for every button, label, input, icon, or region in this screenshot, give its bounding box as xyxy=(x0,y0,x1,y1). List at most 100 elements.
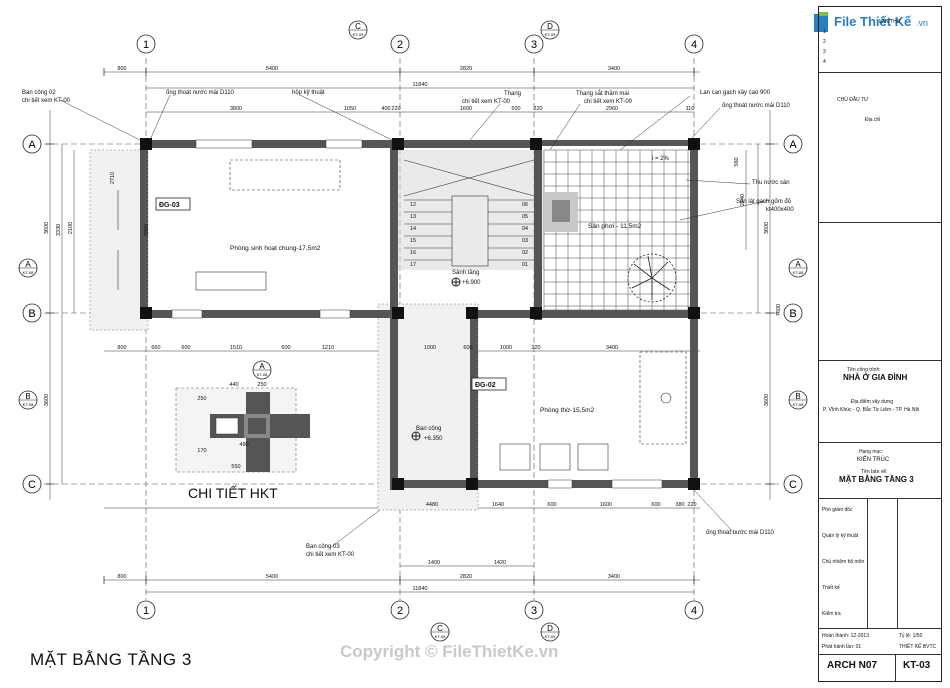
project-name: NHÀ Ở GIA ĐÌNH xyxy=(843,373,908,382)
grid-col-label: 3 xyxy=(531,39,537,51)
dimension-label: 600 xyxy=(181,345,190,351)
note-floor-drain: Thu nước sàn xyxy=(752,180,790,186)
owner-label: CHỦ ĐẦU TƯ xyxy=(837,97,869,103)
dimension-label: 800 xyxy=(117,574,126,580)
owner-cell: CHỦ ĐẦU TƯ Địa chỉ xyxy=(819,73,941,223)
section-letter: B xyxy=(25,392,30,401)
dimension-label: 3600 xyxy=(44,394,50,406)
dimension-label: 11840 xyxy=(413,586,428,592)
dimension-label: 3330 xyxy=(56,224,62,236)
dimension-label: 1600 xyxy=(460,106,472,112)
dimension-label: 440 xyxy=(229,382,238,388)
drawing-label: Tên bản vẽ: xyxy=(861,469,888,475)
section-ref: KT-08 xyxy=(23,270,34,275)
slope-label: i = 2% xyxy=(652,156,670,162)
logo-text: File Thiết Kế xyxy=(834,14,912,29)
tag-dg02: ĐG-02 xyxy=(475,382,496,389)
dimension-label: 380 xyxy=(675,502,684,508)
grid-col-label-circle xyxy=(684,34,704,54)
section-letter: C xyxy=(437,624,443,633)
note-stair-sub: chi tiết xem KT-00 xyxy=(462,99,511,105)
note-balcony-03-sub: chi tiết xem KT-00 xyxy=(306,552,355,558)
dimension-label: 220 xyxy=(391,106,400,112)
stair-hatch xyxy=(396,150,544,270)
hkt-detail xyxy=(175,387,310,473)
dimension-label: 2820 xyxy=(460,66,472,72)
grid-col-label: 2 xyxy=(397,39,403,51)
note-roof-ladder: Thang sắt thăm mái xyxy=(576,90,629,97)
dimension-label: 220 xyxy=(531,345,540,351)
dimension-label: 600 xyxy=(651,502,660,508)
dimension-label: 800 xyxy=(117,66,126,72)
title-block: LẦN THỨ 1 2 3 4 CHỦ ĐẦU TƯ Địa chỉ Tên c… xyxy=(818,6,942,682)
rev-row: 4 xyxy=(823,59,826,65)
note-balcony-02-sub: chi tiết xem KT-00 xyxy=(22,98,71,104)
note-balcony-03: Ban công 03 xyxy=(306,544,340,550)
level-markers xyxy=(411,277,461,441)
dimension-label: 550 xyxy=(231,464,240,470)
stair-treads xyxy=(403,159,535,267)
furniture xyxy=(117,159,687,471)
sink-icon xyxy=(552,200,570,222)
section-ref: KT-08 xyxy=(257,372,268,377)
grid-col-label: 4 xyxy=(691,39,697,51)
leader-lines xyxy=(59,94,771,549)
dimension-label: 220 xyxy=(533,106,542,112)
dimension-ticks xyxy=(46,68,774,584)
grid-col-label-circle xyxy=(524,600,544,620)
grid-col-label: 4 xyxy=(691,605,697,617)
dimension-label: 1000 xyxy=(424,345,436,351)
dimension-label: 2240 xyxy=(740,194,746,206)
grid-row-label: B xyxy=(28,308,35,320)
note-drain-2: ống thoát nước mái D110 xyxy=(722,103,791,109)
dimension-label: 3600 xyxy=(764,222,770,234)
location: P. Vĩnh Khúc - Q. Bắc Từ Liêm - TP. Hà N… xyxy=(823,407,920,413)
dimension-label: 4480 xyxy=(426,502,438,508)
drawing-cell: Hạng mục: KIẾN TRÚC Tên bản vẽ: MẶT BẰNG… xyxy=(819,443,941,499)
dimension-label: 250 xyxy=(257,382,266,388)
window-openings xyxy=(171,139,663,489)
dimension-label: 1210 xyxy=(322,345,334,351)
stair-step-number: 12 xyxy=(410,202,416,208)
stair-step-number: 04 xyxy=(522,226,528,232)
grid-col-label: 1 xyxy=(143,605,149,617)
code-cell: ARCH N07 KT-03 xyxy=(819,655,941,681)
room-altar: Phòng thờ-15,5m2 xyxy=(540,407,595,414)
section-ref: KT-09 xyxy=(545,32,556,37)
grid-col-label-circle xyxy=(136,600,156,620)
scale-label: Tỷ lệ: 1/50 xyxy=(899,633,923,639)
dimension-label: 1400 xyxy=(428,560,440,566)
dimension-label: 3600 xyxy=(44,222,50,234)
dimension-label: 3400 xyxy=(606,345,618,351)
dimension-label: 11840 xyxy=(413,82,428,88)
grid-row-label-circle xyxy=(783,474,803,494)
dimension-label: 660 xyxy=(151,345,160,351)
grid-row-label-circle xyxy=(22,474,42,494)
grid-col-label: 3 xyxy=(531,605,537,617)
section-ref: KT-08 xyxy=(793,402,804,407)
stair-step-number: 03 xyxy=(522,238,528,244)
note-drain-1: ống thoát nước mái D110 xyxy=(166,90,235,96)
lobby-level: +6.900 xyxy=(462,280,481,286)
stair-step-number: 05 xyxy=(522,214,528,220)
grid-col-label-circle xyxy=(524,34,544,54)
drawing-name: MẶT BẰNG TẦNG 3 xyxy=(839,475,914,484)
dimension-label: 1600 xyxy=(600,502,612,508)
dimension-label: 5400 xyxy=(266,574,278,580)
meta-cell: Hoàn thành: 12-2013 Tỷ lệ: 1/50 Phát hàn… xyxy=(819,629,941,655)
note-duct: hộp kỹ thuật xyxy=(292,90,325,96)
dimension-label: 3300 xyxy=(144,224,150,236)
dimension-label: 500 xyxy=(511,106,520,112)
dimension-label: 170 xyxy=(197,448,206,454)
category-label: Hạng mục: xyxy=(859,449,884,455)
stair-step-number: 15 xyxy=(410,238,416,244)
grid-row-label: A xyxy=(789,139,797,151)
grid-col-label-circle xyxy=(684,600,704,620)
dimension-label: 3400 xyxy=(608,574,620,580)
dimension-label: 3600 xyxy=(764,394,770,406)
grid-col-label-circle xyxy=(390,34,410,54)
dimension-label: 250 xyxy=(197,396,206,402)
section-ref: KT-08 xyxy=(793,270,804,275)
